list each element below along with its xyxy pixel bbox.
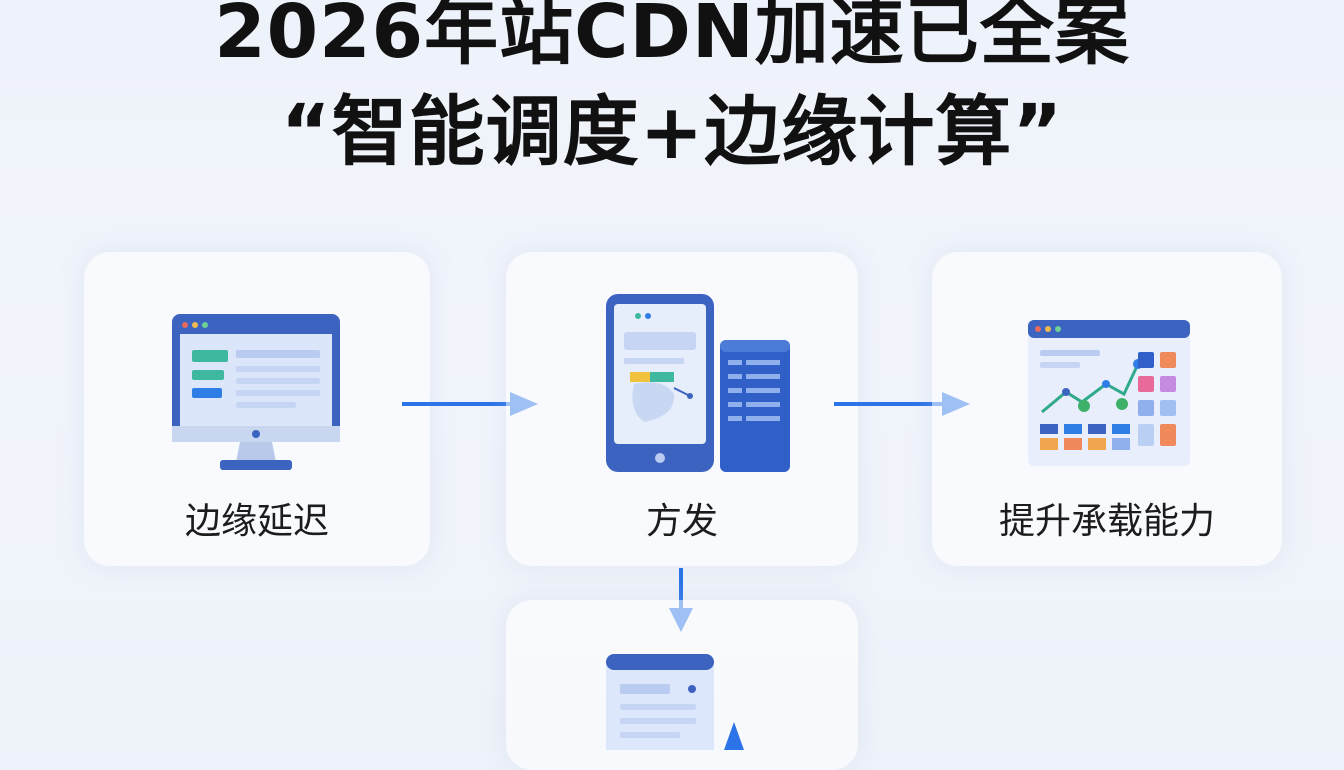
title-line-1: 2026年站CDN加速已全案 [214,0,1130,75]
desktop-monitor-icon [172,314,340,470]
step-card-1: 边缘延迟 [84,252,430,566]
step-label-3: 提升承载能力 [998,501,1215,542]
step-label-2: 方发 [645,501,718,542]
dashboard-chart-icon [1028,320,1190,466]
step-label-1: 边缘延迟 [184,501,329,542]
document-upload-icon [606,654,744,750]
title-line-2: “智能调度+边缘计算” [280,87,1064,176]
mobile-devices-icon [606,294,790,472]
